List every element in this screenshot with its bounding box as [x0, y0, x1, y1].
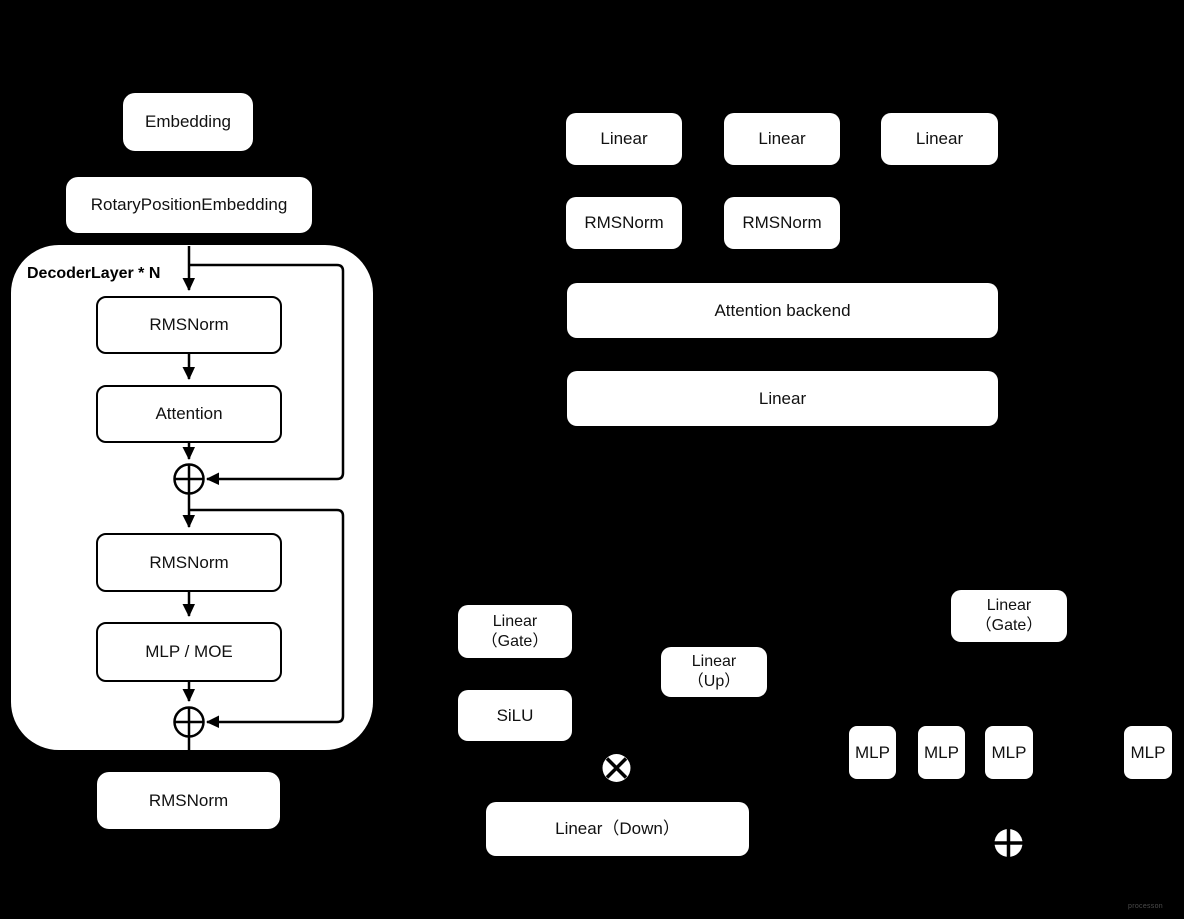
final-rmsnorm-label: RMSNorm — [148, 790, 229, 810]
moe-expert-mlp-4-box: MLP — [1124, 726, 1172, 779]
attention-label: Attention — [155, 404, 223, 424]
moe-linear-gate-box: Linear （Gate） — [951, 590, 1067, 642]
mlp-linear-gate-box: Linear （Gate） — [458, 605, 572, 658]
mlp-moe-box: MLP / MOE — [96, 622, 282, 682]
elementwise-multiply-icon — [602, 754, 631, 782]
moe-expert-mlp-4-label: MLP — [1130, 742, 1166, 762]
moe-add-icon — [994, 829, 1023, 857]
moe-expert-mlp-2-box: MLP — [918, 726, 965, 779]
moe-linear-gate-line1: Linear — [986, 597, 1032, 614]
attention-linear-q-box: Linear — [566, 113, 682, 165]
attention-linear-q-label: Linear — [600, 129, 648, 149]
attention-linear-v-label: Linear — [915, 129, 964, 149]
attention-backend-label: Attention backend — [714, 300, 851, 320]
attention-output-linear-box: Linear — [567, 371, 998, 426]
moe-linear-gate-line2: （Gate） — [975, 617, 1043, 634]
final-rmsnorm-box: RMSNorm — [97, 772, 280, 829]
mlp-silu-box: SiLU — [458, 690, 572, 741]
mlp-linear-down-label: Linear（Down） — [555, 819, 680, 839]
attention-linear-k-box: Linear — [724, 113, 840, 165]
attention-rmsnorm-q-box: RMSNorm — [566, 197, 682, 249]
mlp-linear-gate-line2: （Gate） — [481, 632, 549, 650]
moe-expert-mlp-3-label: MLP — [991, 742, 1027, 762]
decoder-layer-label: DecoderLayer * N — [27, 265, 161, 282]
input-rmsnorm-label: RMSNorm — [149, 315, 229, 335]
rotary-position-embedding-box: RotaryPositionEmbedding — [66, 177, 312, 233]
attention-box: Attention — [96, 385, 282, 443]
attention-rmsnorm-q-label: RMSNorm — [584, 213, 664, 233]
embedding-box: Embedding — [123, 93, 253, 151]
mlp-linear-down-box: Linear（Down） — [486, 802, 749, 856]
rotary-position-embedding-label: RotaryPositionEmbedding — [90, 195, 288, 215]
attention-rmsnorm-k-box: RMSNorm — [724, 197, 840, 249]
embedding-label: Embedding — [144, 112, 231, 132]
mlp-moe-label: MLP / MOE — [145, 642, 233, 662]
attention-backend-box: Attention backend — [567, 283, 998, 338]
mlp-linear-gate-line1: Linear — [492, 612, 538, 630]
mlp-linear-up-line1: Linear — [691, 653, 737, 670]
attention-output-linear-label: Linear — [758, 388, 807, 408]
mlp-linear-up-box: Linear （Up） — [661, 647, 767, 697]
watermark-text: processon — [1128, 903, 1163, 910]
moe-expert-mlp-3-box: MLP — [985, 726, 1033, 779]
moe-expert-mlp-2-label: MLP — [924, 742, 959, 762]
input-rmsnorm-box: RMSNorm — [96, 296, 282, 354]
mlp-silu-label: SiLU — [496, 705, 534, 725]
post-attention-rmsnorm-box: RMSNorm — [96, 533, 282, 592]
moe-expert-mlp-1-label: MLP — [855, 742, 890, 762]
attention-rmsnorm-k-label: RMSNorm — [742, 213, 822, 233]
mlp-linear-up-line2: （Up） — [687, 673, 741, 690]
post-attention-rmsnorm-label: RMSNorm — [149, 552, 229, 572]
attention-linear-v-box: Linear — [881, 113, 998, 165]
moe-expert-mlp-1-box: MLP — [849, 726, 896, 779]
attention-linear-k-label: Linear — [758, 129, 806, 149]
